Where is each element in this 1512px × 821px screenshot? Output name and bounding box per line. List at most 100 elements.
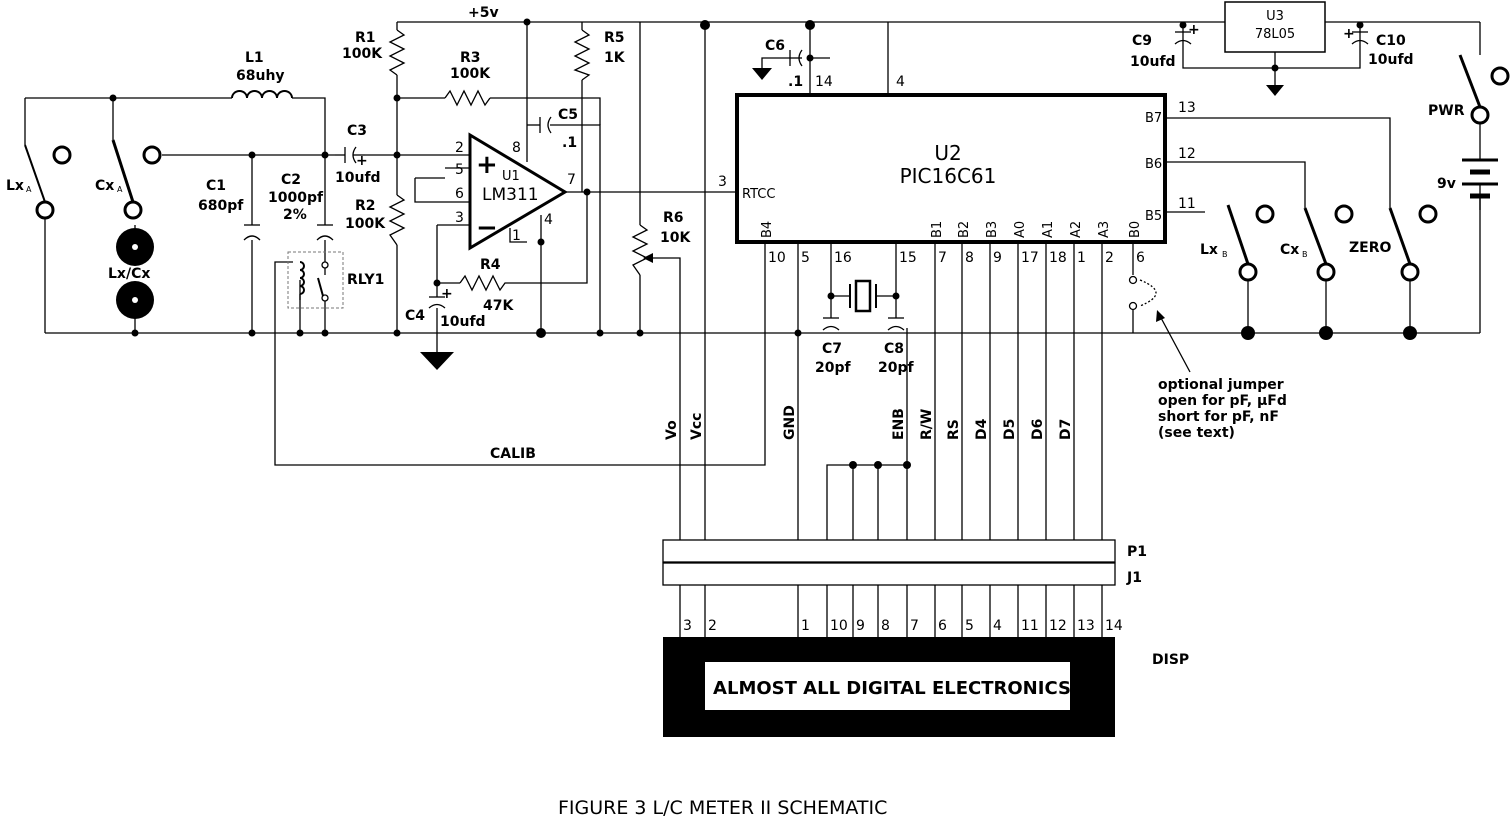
u1-pin-7: 7 [567,172,576,188]
c8-capacitor [887,317,905,331]
display-pin-8: 8 [881,618,890,634]
signal-label-gnd: GND [782,405,798,440]
u2-right-pin-b7: B7 [1145,111,1162,126]
rly1-relay: RLY1 [287,251,384,309]
note-line-3: short for pF, nF [1158,409,1279,425]
signal-label-d6: D6 [1030,419,1046,440]
l1-ref: L1 [245,50,264,66]
u2-microcontroller: U2 PIC16C61 RTCC 3 14 4 B7 B6 B5 13 12 1… [718,74,1196,244]
u2-port-pin-15: 15 [899,250,917,266]
switch-lxb: Lx B [1200,204,1275,282]
u1-ref: U1 [502,169,520,184]
u1-pin-6: 6 [455,186,464,202]
r5-ref: R5 [604,30,625,46]
signal-label-vo: Vo [664,420,680,440]
u2-port-pin-10: 10 [768,250,786,266]
c10-ref: C10 [1376,33,1406,49]
switch-lxb-sub: B [1222,250,1228,259]
junction-dots [109,18,1417,469]
display-pin-2: 2 [708,618,717,634]
c3-value: 10ufd [335,170,381,186]
c5-capacitor [539,116,552,134]
lcd-window [705,662,1070,710]
display-pin-14: 14 [1105,618,1123,634]
c2-tolerance: 2% [283,207,307,223]
switch-pwr: PWR [1428,54,1510,125]
switch-lxb-label: Lx [1200,242,1218,258]
display-pin-3: 3 [683,618,692,634]
r4-value: 47K [483,298,514,314]
c9-capacitor [1174,31,1192,45]
c10-plus: + [1343,26,1355,42]
lcd-text: ALMOST ALL DIGITAL ELECTRONICS [713,678,1071,699]
u1-pin-8: 8 [512,140,521,156]
u2-port-pin-2: 2 [1105,250,1114,266]
u3-ref: U3 [1266,9,1284,24]
capacitors: C1 680pf C2 1000pf 2% + C3 10ufd + C4 10… [198,22,1414,376]
u2-pin-13: 13 [1178,100,1196,116]
u1-pin-1: 1 [512,228,521,244]
c7-ref: C7 [822,341,842,357]
u2-port-b2: B2 [957,221,972,238]
signal-label-enb: ENB [891,408,907,440]
note-line-4: (see text) [1158,425,1235,441]
c10-value: 10ufd [1368,52,1414,68]
switch-zero-label: ZERO [1349,240,1391,256]
c3-ref: C3 [347,123,367,139]
display-pin-6: 6 [938,618,947,634]
display-pin-13: 13 [1077,618,1095,634]
c6-ref: C6 [765,38,785,54]
signal-label-rs: RS [946,419,962,440]
r1-value: 100K [342,46,383,62]
display-pin-1: 1 [801,618,810,634]
signal-label-d7: D7 [1058,419,1074,440]
r6-value: 10K [660,230,691,246]
u2-port-a2: A2 [1069,221,1084,238]
switch-zero: ZERO [1349,204,1438,282]
u2-port-pin-16: 16 [834,250,852,266]
c4-ref: C4 [405,308,425,324]
u2-port-pin-18: 18 [1049,250,1067,266]
u3-regulator: U3 78L05 [1224,1,1326,53]
u2-port-b3: B3 [985,221,1000,238]
r3-resistor [444,89,491,107]
u3-part: 78L05 [1255,27,1295,42]
l1-value: 68uhy [236,68,285,84]
c9-plus: + [1188,22,1200,38]
display-pin-12: 12 [1049,618,1067,634]
u2-pin-4: 4 [896,74,905,90]
u2-port-pin-5: 5 [801,250,810,266]
lcd-display: ALMOST ALL DIGITAL ELECTRONICS DISP [663,637,1189,737]
switch-pwr-label: PWR [1428,103,1465,119]
r2-ref: R2 [355,198,376,214]
c4-plus: + [441,286,453,302]
switch-cxa-label: Cx [95,178,114,194]
c1-capacitor [243,224,261,241]
switch-cxb-label: Cx [1280,242,1299,258]
r5-value: 1K [604,50,626,66]
display-pin-10: 10 [830,618,848,634]
crystal [849,279,877,313]
lxcx-terminals: Lx/Cx [108,225,154,319]
switch-cxa: Cx A [95,139,162,220]
u2-port-b1: B1 [930,221,945,238]
display-pin-7: 7 [910,618,919,634]
switch-lxa-label: Lx [6,178,24,194]
c4-value: 10ufd [440,314,486,330]
figure-caption: FIGURE 3 L/C METER II SCHEMATIC [558,797,887,819]
j1-label: J1 [1126,570,1142,586]
r4-ref: R4 [480,257,501,273]
supply-rail-label: +5v [468,5,499,21]
u2-port-b4: B4 [760,221,775,238]
c1-ref: C1 [206,178,226,194]
switches: Lx A Cx A Lx B Cx B [6,54,1510,282]
u2-part: PIC16C61 [900,164,997,188]
c9-ref: C9 [1132,33,1152,49]
battery: 9v [1437,123,1498,210]
r2-value: 100K [345,216,386,232]
c3-plus: + [356,153,368,169]
r1-resistor [388,29,406,76]
